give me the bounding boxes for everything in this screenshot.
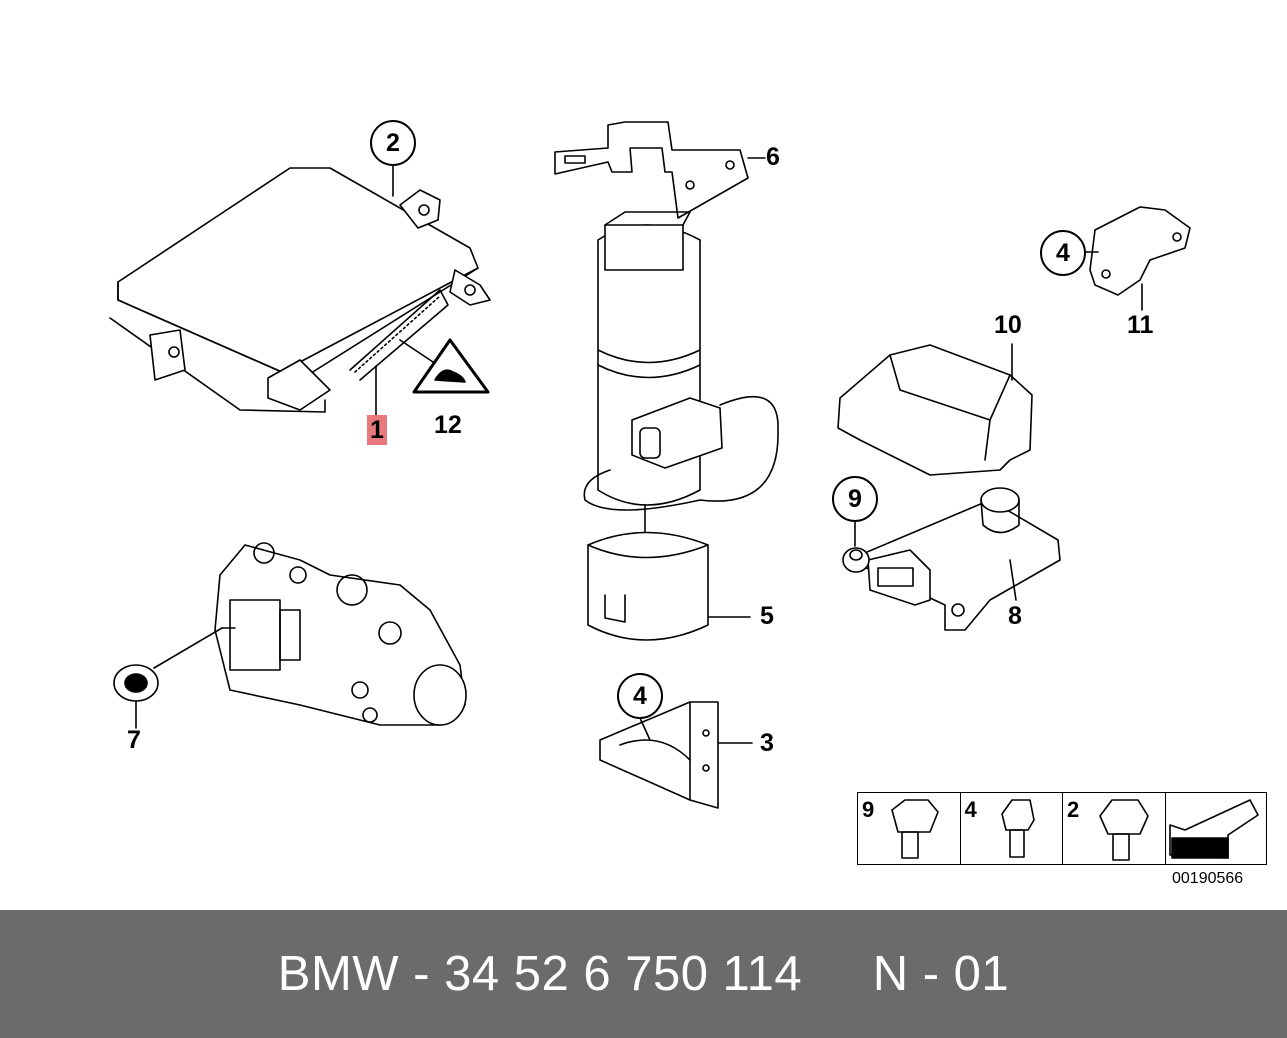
sensor-module-drawing: [842, 487, 1061, 631]
fastener-legend: 9 4 2: [857, 792, 1267, 865]
legend-cell-4: 4: [961, 793, 1063, 864]
control-unit-drawing: [109, 165, 491, 417]
label-part-1: 1: [367, 415, 387, 445]
legend-number: 4: [964, 797, 977, 822]
label-part-7: 7: [127, 726, 141, 754]
label-part-6: 6: [766, 143, 780, 171]
callout-part-9: 9: [832, 476, 878, 522]
legend-bolts-drawing: [891, 799, 1259, 861]
diagram-drawing: [109, 121, 1259, 861]
bracket-top-drawing: [554, 121, 766, 219]
label-part-11: 11: [1127, 311, 1154, 339]
part-number-caption: BMW - 34 52 6 750 114 N - 01: [277, 947, 1010, 1001]
holder-ring-drawing: [587, 531, 751, 641]
label-part-1-text: 1: [367, 415, 387, 445]
callout-part-2: 2: [370, 120, 416, 166]
legend-number: 9: [862, 797, 875, 822]
rubber-mount-drawing: [113, 664, 159, 729]
label-part-3: 3: [760, 729, 774, 757]
label-part-10: 10: [994, 311, 1022, 339]
label-part-8: 8: [1008, 602, 1022, 630]
legend-number: 2: [1067, 797, 1080, 822]
legend-cell-9: 9: [858, 793, 961, 864]
label-part-5: 5: [760, 602, 774, 630]
warning-label-drawing: [412, 338, 490, 394]
legend-cell-2: 2: [1063, 793, 1166, 864]
label-part-12: 12: [434, 411, 462, 439]
footer-bar: BMW - 34 52 6 750 114 N - 01: [0, 910, 1287, 1038]
hydraulic-unit-drawing: [153, 542, 467, 726]
callout-part-4-upper: 4: [1040, 230, 1086, 276]
bracket-bottom-drawing: [599, 701, 753, 809]
legend-cell-arrow: [1166, 793, 1267, 864]
accumulator-drawing: [583, 211, 779, 591]
small-bracket-drawing: [1079, 206, 1191, 311]
document-number: 00190566: [1172, 870, 1244, 887]
parts-diagram: 2 4 9 4 1 12 6 10 11 5 8 3 7 9 4 2 00190…: [109, 120, 1267, 887]
cover-drawing: [837, 343, 1033, 476]
callout-part-4-lower: 4: [617, 673, 663, 719]
